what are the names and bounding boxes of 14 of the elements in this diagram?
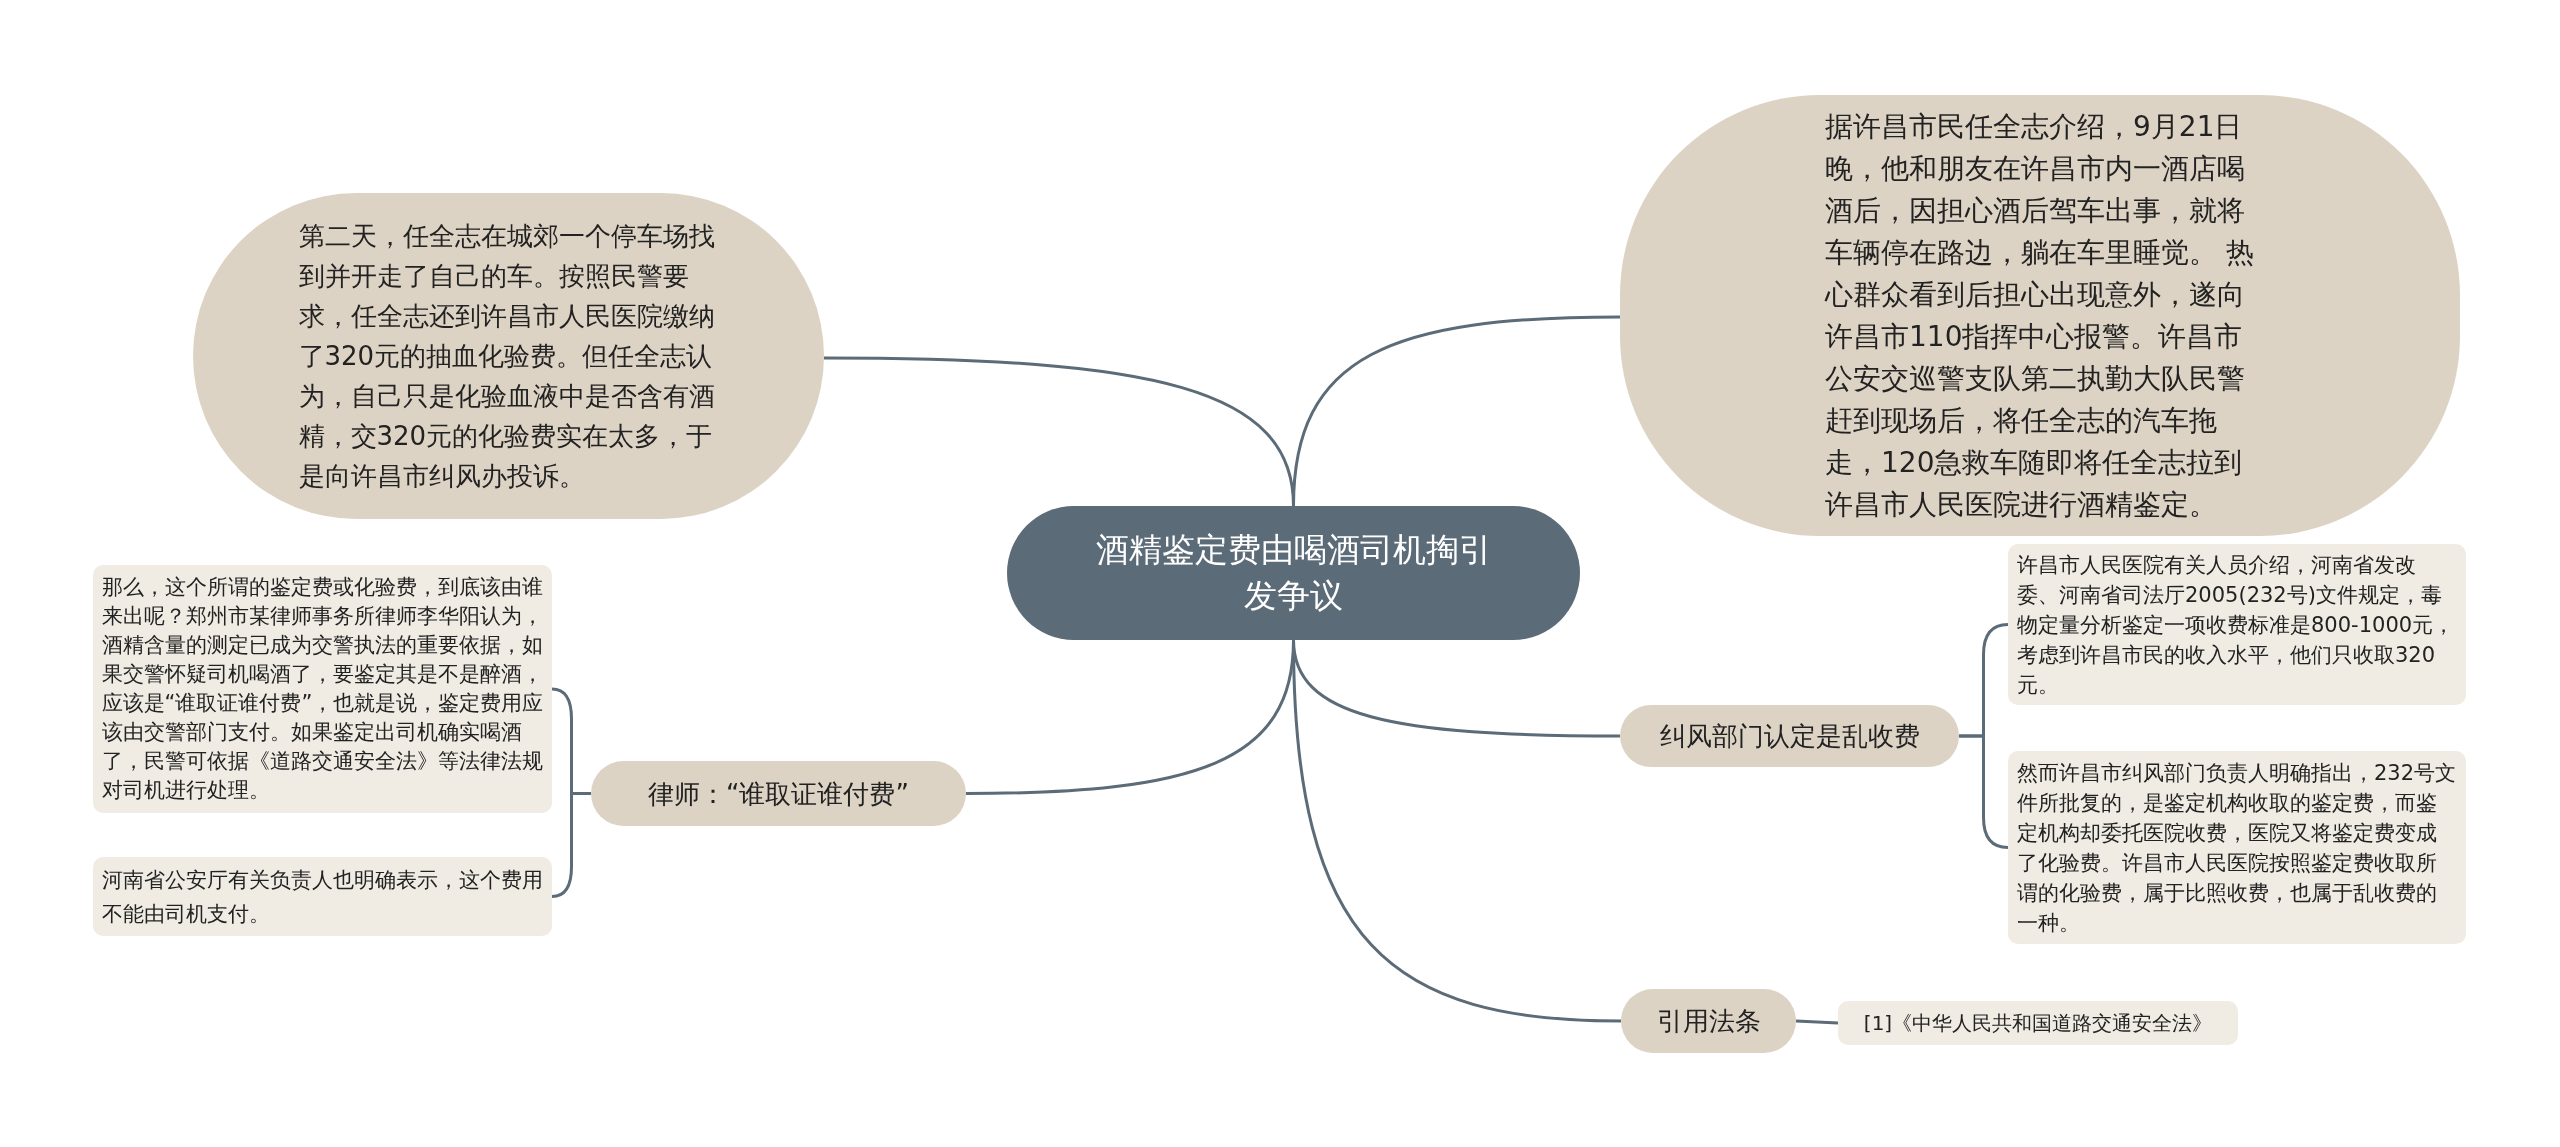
branch-label: 引用法条 — [1621, 989, 1796, 1053]
note-card: 河南省公安厅有关负责人也明确表示，这个费用不能由司机支付。 — [93, 857, 552, 936]
text-bubble: 据许昌市民任全志介绍，9月21日晚，他和朋友在许昌市内一酒店喝酒后，因担心酒后驾车出事，就将车辆停在路边，躺在车里睡觉。 热心群众看到后担心出现意外，遂向许昌市110指挥中心报警。许昌市公安交巡警支队第二执勤大队民警赶到现场后，将任全志的汽车拖走，120急救车随即将任全志拉到许昌市人民医院进行酒精鉴定。 — [1620, 95, 2460, 536]
connector-line — [1795, 1019, 1839, 1025]
note-card: [1]《中华人民共和国道路交通安全法》 — [1838, 1001, 2238, 1045]
connector-line — [1292, 315, 1621, 507]
branch-label: 律师：“谁取证谁付费” — [591, 761, 966, 826]
connector-line — [1959, 734, 2009, 849]
central-topic: 酒精鉴定费由喝酒司机掏引发争议 — [1007, 506, 1580, 640]
note-card: 许昌市人民医院有关人员介绍，河南省发改委、河南省司法厅2005(232号)文件规定，毒物定量分析鉴定一项收费标准是800-1000元，考虑到许昌市民的收入水平，他们只收取320元。 — [2008, 544, 2466, 705]
note-card: 然而许昌市纠风部门负责人明确指出，232号文件所批复的，是鉴定机构收取的鉴定费，而鉴定机构却委托医院收费，医院又将鉴定费变成了化验费。许昌市人民医院按照鉴定费收取所谓的化验费，属于比照收费，也属于乱收费的一种。 — [2008, 751, 2466, 944]
branch-label: 纠风部门认定是乱收费 — [1620, 705, 1959, 767]
note-card: 那么，这个所谓的鉴定费或化验费，到底该由谁来出呢？郑州市某律师事务所律师李华阳认为，酒精含量的测定已成为交警执法的重要依据，如果交警怀疑司机喝酒了，要鉴定其是不是醉酒，应该是“谁取证谁付费”，也就是说，鉴定费用应该由交警部门支付。如果鉴定出司机确实喝酒了，民警可依据《道路交通安全法》等法律法规对司机进行处理。 — [93, 565, 552, 813]
text-bubble: 第二天，任全志在城郊一个停车场找到并开走了自己的车。按照民警要求，任全志还到许昌市人民医院缴纳了320元的抽血化验费。但任全志认为，自己只是化验血液中是否含有酒精，交320元的化验费实在太多，于是向许昌市纠风办投诉。 — [193, 193, 824, 519]
